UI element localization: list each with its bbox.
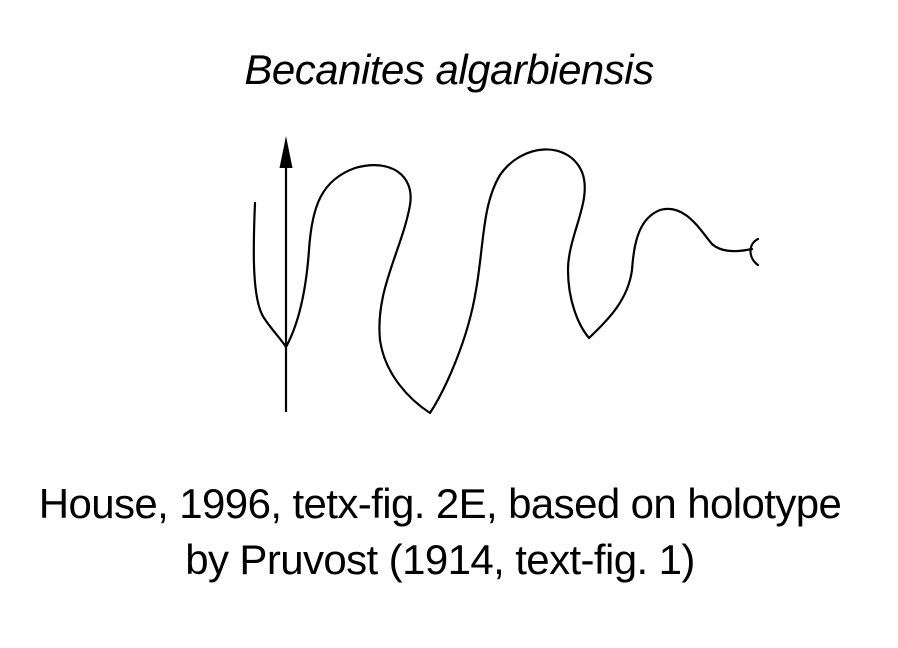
figure-caption: House, 1996, tetx-fig. 2E, based on holo…: [0, 476, 880, 588]
suture-line: [252, 148, 754, 415]
suture-end-hook: [749, 237, 760, 267]
figure-title: Becanites algarbiensis: [244, 46, 654, 93]
venter-arrow-head: [279, 136, 293, 168]
caption-line-2: by Pruvost (1914, text-fig. 1): [185, 536, 695, 583]
caption-line-1: House, 1996, tetx-fig. 2E, based on holo…: [38, 480, 842, 527]
